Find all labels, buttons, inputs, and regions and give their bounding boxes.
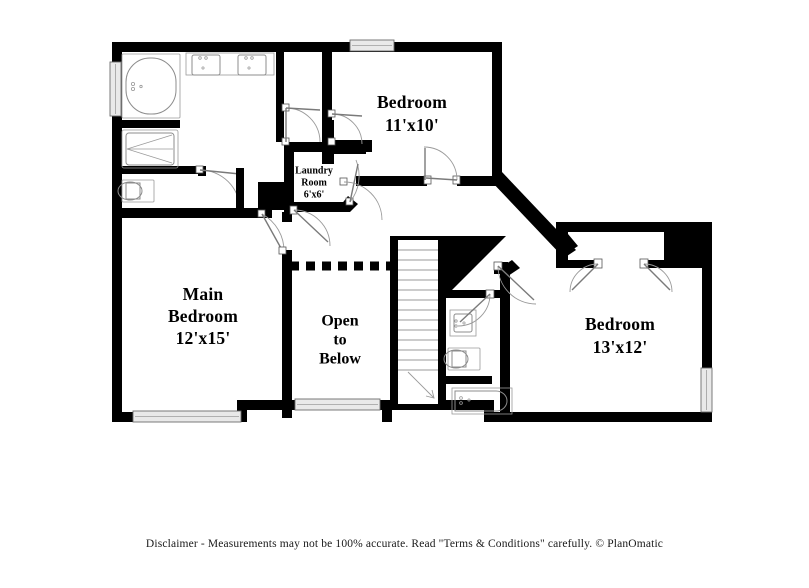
wall-laundry-top [284, 142, 344, 152]
label-open-line3: Below [319, 351, 361, 368]
wall-linen-block [322, 120, 332, 164]
wall-shower-bottom [122, 166, 200, 174]
window-top-bedroom [349, 39, 395, 52]
wall-closet-block [664, 222, 712, 266]
bathtub-main-fixture [121, 53, 181, 119]
wall-closet-front-left [556, 260, 596, 268]
door-closet-left [569, 258, 603, 293]
label-open-line2: to [333, 332, 346, 349]
wall-bottom-jog2 [382, 400, 392, 422]
door-hall-bath [457, 289, 495, 327]
vanity-main [185, 52, 275, 76]
disclaimer-text: Disclaimer - Measurements may not be 100… [145, 538, 664, 550]
wall-toilet-bottom [122, 208, 272, 218]
door-bedroom-11x10 [423, 146, 461, 185]
doors-group [195, 103, 673, 327]
wall-bedroom-right-left [500, 268, 510, 418]
door-main-bath [281, 103, 321, 146]
wall-hallbath-top2 [446, 290, 508, 298]
door-bedroom-13x12 [493, 261, 537, 305]
toilet-hall-fixture [443, 347, 481, 371]
bathtub-hall-fixture [451, 387, 513, 415]
door-landing-hall [339, 177, 383, 221]
wall-hallbath-bottom [446, 376, 492, 384]
wall-tub-alcove-bottom [122, 120, 180, 128]
wall-bedroom-top-bottom-left [370, 176, 427, 186]
label-bedroom-right-name: Bedroom [585, 314, 655, 334]
door-linen [289, 205, 331, 247]
wall-laundry-to-bedroom [332, 140, 372, 152]
wall-bath-vanity-right2 [276, 104, 284, 142]
wall-right-exterior [702, 222, 712, 422]
room-labels: Bedroom 11'x10' Main Bedroom 12'x15' Ope… [168, 92, 655, 368]
label-laundry-dims: 6'x6' [304, 189, 325, 200]
wall-laundry-right-connector [356, 176, 372, 186]
window-bottom-open [294, 398, 381, 411]
wall-niche-block [262, 182, 286, 210]
wall-bottom-stairs [382, 400, 492, 410]
wall-bottom-jog-vert [237, 400, 247, 422]
wall-main-bedroom-right [282, 258, 292, 418]
window-bottom-main-bedroom [132, 410, 242, 423]
label-main-bedroom-line1: Main [183, 284, 224, 304]
label-bedroom-top-dims: 11'x10' [385, 115, 439, 135]
wall-bedroom-top-bottom-right [457, 176, 497, 186]
door-closet-right [639, 258, 673, 293]
wall-top-exterior [112, 42, 502, 52]
door-bedroom-top-hall [327, 109, 363, 146]
wall-stair-triangle [446, 236, 506, 296]
label-bedroom-right-dims: 13'x12' [593, 337, 648, 357]
staircase-fixture [392, 240, 438, 404]
wall-stair-left [390, 236, 398, 408]
label-laundry-line2: Room [301, 177, 327, 188]
toilet-main-fixture [117, 179, 155, 203]
wall-bath-vanity-right [276, 52, 284, 110]
label-open-line1: Open [321, 313, 358, 330]
label-laundry-line1: Laundry [295, 165, 333, 176]
wall-diagonal-main [490, 172, 576, 258]
label-bedroom-top-name: Bedroom [377, 92, 447, 112]
wall-laundry-left [284, 142, 294, 212]
wall-bedroom-top-left-upper [322, 52, 332, 120]
label-main-bedroom-dims: 12'x15' [176, 328, 231, 348]
door-toilet-main [195, 165, 244, 211]
label-main-bedroom-line2: Bedroom [168, 306, 238, 326]
wall-diagonal-stub [556, 234, 578, 254]
wall-bedroom-top-right [492, 42, 502, 182]
wall-laundry-bottom [284, 202, 350, 212]
wall-left-exterior [112, 42, 122, 422]
fixtures-group [117, 52, 513, 415]
window-right-bedroom [700, 367, 713, 413]
wall-right-wing-top [556, 222, 712, 232]
windows-group [109, 39, 713, 423]
wall-bottom-jog2b [382, 412, 392, 422]
wall-main-bedroom-right-top [282, 250, 292, 262]
window-left-bath [109, 61, 122, 117]
shower-main-fixture [121, 129, 179, 169]
wall-closet-front-right [648, 260, 712, 268]
wall-stair-right [438, 236, 446, 408]
wall-hall-stub [282, 212, 292, 222]
wall-bottom-right [492, 412, 712, 422]
door-hall-to-main-bedroom [257, 209, 287, 255]
